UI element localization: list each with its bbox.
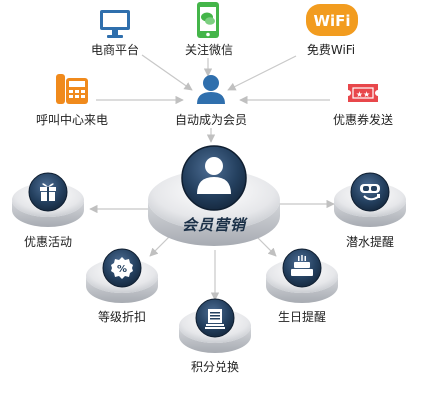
arrow-to-birthday <box>255 235 277 257</box>
percent-badge-text: % <box>117 264 127 275</box>
coupon-ticket-icon: ★★ <box>348 84 378 102</box>
hub-arrows <box>89 199 335 301</box>
satellite-promotion <box>12 172 84 227</box>
wifi-badge-text: WiFi <box>313 12 350 30</box>
arrow-ecommerce <box>141 54 193 91</box>
birthday-label: 生日提醒 <box>277 310 327 324</box>
promotion-label: 优惠活动 <box>23 235 73 249</box>
satellite-discount: % <box>86 248 158 303</box>
arrow-to-discount <box>149 235 171 257</box>
wifi-label: 免费WiFi <box>306 43 356 57</box>
hub-person-icon <box>197 157 231 194</box>
svg-text:★★: ★★ <box>356 90 370 99</box>
monitor-icon <box>100 10 130 38</box>
arrow-wifi <box>227 55 297 91</box>
wechat-phone-icon <box>197 2 219 38</box>
hub-pedestal <box>148 145 280 246</box>
cake-icon <box>291 255 313 276</box>
coupon-label: 优惠券发送 <box>332 113 394 127</box>
callcenter-label: 呼叫中心来电 <box>35 113 109 127</box>
ecommerce-label: 电商平台 <box>90 43 140 57</box>
satellite-points <box>179 298 251 353</box>
discount-label: 等级折扣 <box>97 310 147 324</box>
points-label: 积分兑换 <box>190 360 240 374</box>
diving-mask-icon <box>360 184 380 201</box>
percent-badge-icon: % <box>111 257 133 279</box>
member-node-label: 自动成为会员 <box>174 113 248 127</box>
wifi-badge-icon: WiFi <box>306 4 358 36</box>
source-arrows <box>96 54 330 143</box>
gift-icon <box>40 183 56 201</box>
hub-title: 会员营销 <box>181 216 247 234</box>
member-person-icon <box>197 75 225 104</box>
document-stack-icon <box>205 309 225 329</box>
telephone-icon <box>56 74 88 104</box>
satellite-birthday <box>266 248 338 303</box>
wechat-label: 关注微信 <box>184 43 234 57</box>
dormant-label: 潜水提醒 <box>345 235 395 249</box>
satellite-dormant <box>334 172 406 227</box>
